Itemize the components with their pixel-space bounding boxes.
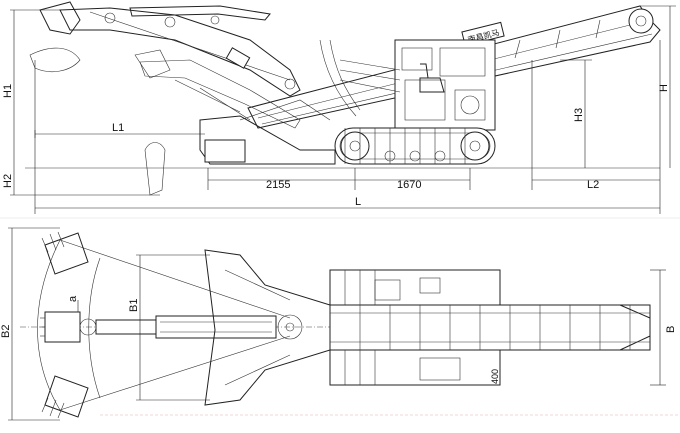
side-dimensions: L1 2155 1670 L2 L H1 <box>2 5 676 214</box>
arm-top <box>95 314 303 340</box>
dim-B: B <box>665 326 677 333</box>
arm-alt-position <box>29 47 301 196</box>
dim-L: L <box>355 196 361 208</box>
dim-2155: 2155 <box>266 179 290 191</box>
dim-H3: H3 <box>573 108 585 122</box>
top-view: B2 B1 a B 400 <box>0 227 680 421</box>
digging-arm <box>39 1 301 97</box>
dim-400: 400 <box>490 369 500 384</box>
crawler-track <box>334 127 496 165</box>
dim-B1: B1 <box>128 299 140 312</box>
shovel-plate <box>204 249 331 406</box>
machine-body <box>319 39 496 131</box>
dim-L2: L2 <box>587 179 599 191</box>
dim-a: a <box>67 295 79 302</box>
swing-sector <box>37 239 291 411</box>
loading-plate <box>199 99 336 165</box>
dim-H: H <box>658 84 670 92</box>
dim-H2: H2 <box>2 174 14 188</box>
body-top <box>329 269 651 386</box>
side-view: 南昌凯马 <box>2 1 676 214</box>
dim-H1: H1 <box>2 84 14 98</box>
top-dimensions: B2 B1 a B 400 <box>0 227 677 421</box>
dim-1670: 1670 <box>397 179 421 191</box>
dim-L1: L1 <box>112 122 124 134</box>
dim-B2: B2 <box>0 325 12 338</box>
bucket-positions <box>40 231 97 419</box>
